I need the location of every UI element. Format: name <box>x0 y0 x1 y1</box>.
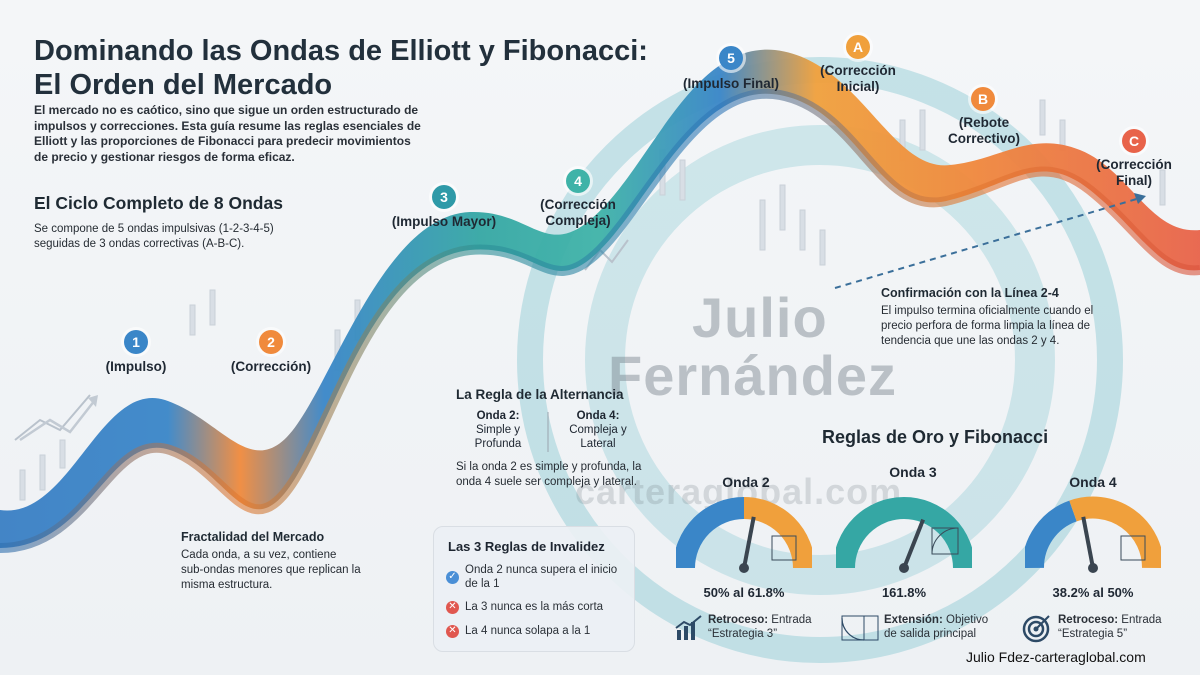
trendline-2-4 <box>834 197 1141 289</box>
wave-b-label: (Rebote Correctivo) <box>947 115 1020 146</box>
invalidez-rule-3: ✕ La 4 nunca solapa a la 1 <box>446 624 626 638</box>
invalidez-rule-3-text: La 4 nunca solapa a la 1 <box>465 625 591 637</box>
cycle-title: El Ciclo Completo de 8 Ondas <box>34 193 283 213</box>
wave-b-badge: B <box>971 87 995 111</box>
invalidez-rule-2-text: La 3 nunca es la más corta <box>465 601 604 613</box>
target-icon <box>1022 615 1050 643</box>
invalidez-card: Las 3 Reglas de Invalidez ✓ Onda 2 nunca… <box>433 526 635 652</box>
cycle-description: Se compone de 5 ondas impulsivas (1-2-3-… <box>34 223 274 250</box>
credit-text: Julio Fdez-carteraglobal.com <box>966 649 1146 665</box>
alternancia-onda4: Onda 4: Compleja y Lateral <box>560 409 636 451</box>
fibo-title: Reglas de Oro y Fibonacci <box>822 427 1049 447</box>
page-title: Dominando las Ondas de Elliott y Fibonac… <box>34 34 694 102</box>
gauge-onda4 <box>1025 496 1161 573</box>
gauge-onda3 <box>836 497 972 573</box>
alternancia-onda2: Onda 2: Simple y Profunda <box>460 409 536 451</box>
fractal-description: Cada onda, a su vez, contiene sub-ondas … <box>181 549 361 591</box>
gauge-onda3-footer-text: Objetivo de salida principal <box>884 614 989 640</box>
alternancia-onda4-title: Onda 4: <box>576 410 620 422</box>
wave-a-badge: A <box>846 35 870 59</box>
invalidez-title: Las 3 Reglas de Invalidez <box>448 539 605 554</box>
invalidez-rule-1: ✓ Onda 2 nunca supera el inicio de la 1 <box>446 563 626 591</box>
gauge-onda2 <box>676 497 812 573</box>
linea24-title: Confirmación con la Línea 2-4 <box>881 286 1059 300</box>
wave-4-label: (Corrección Compleja) <box>540 197 616 228</box>
fractal-title: Fractalidad del Mercado <box>181 530 325 544</box>
gauge-onda2-footer-text: Entrada “Estrategia 3” <box>708 614 812 640</box>
alternancia-title: La Regla de la Alternancia <box>456 387 624 402</box>
cross-icon: ✕ <box>446 600 459 614</box>
alternancia-onda4-desc: Compleja y Lateral <box>569 424 627 450</box>
gauge-onda4-value: 38.2% al 50% <box>1052 585 1134 600</box>
wave-4-badge: 4 <box>566 169 590 193</box>
linea24-description: El impulso termina oficialmente cuando e… <box>881 305 1094 347</box>
wave-3-label: (Impulso Mayor) <box>391 214 497 229</box>
gauge-onda2-footer: Retroceso: Entrada “Estrategia 3” <box>708 613 820 641</box>
watermark-name: Julio <box>692 286 828 349</box>
elliott-wave-ribbon <box>0 49 1200 548</box>
gauge-onda2-label: Onda 2 <box>722 474 770 490</box>
invalidez-rule-1-text: Onda 2 nunca supera el inicio de la 1 <box>465 564 618 590</box>
wave-2-label: (Corrección) <box>230 359 312 374</box>
gauge-onda2-footer-bold: Retroceso: <box>708 614 769 626</box>
gauge-onda4-footer: Retroceso: Entrada “Estrategia 5” <box>1058 613 1178 641</box>
watermark-surname: Fernández <box>608 344 898 407</box>
wave-1-label: (Impulso) <box>105 359 167 374</box>
wave-c-badge: C <box>1122 129 1146 153</box>
title-line-2: El Orden del Mercado <box>34 69 333 101</box>
gauge-onda3-footer-bold: Extensión: <box>884 614 943 626</box>
fibonacci-spiral-icon <box>841 615 879 641</box>
wave-a-label: (Corrección Inicial) <box>820 63 896 94</box>
cross-icon: ✕ <box>446 624 459 638</box>
watermark-ring-inner <box>585 125 1055 595</box>
gauge-onda4-footer-text: Entrada “Estrategia 5” <box>1058 614 1162 640</box>
gauge-onda4-label: Onda 4 <box>1069 474 1117 490</box>
wave-5-badge: 5 <box>719 46 743 70</box>
check-icon: ✓ <box>446 570 459 584</box>
gauge-onda2-value: 50% al 61.8% <box>703 585 785 600</box>
wave-2-badge: 2 <box>259 330 283 354</box>
gauge-onda4-footer-bold: Retroceso: <box>1058 614 1119 626</box>
invalidez-rule-2: ✕ La 3 nunca es la más corta <box>446 600 626 614</box>
intro-text: El mercado no es caótico, sino que sigue… <box>34 103 421 164</box>
wave-5-label: (Impulso Final) <box>683 76 779 91</box>
title-line-1: Dominando las Ondas de Elliott y Fibonac… <box>34 35 648 67</box>
wave-3-badge: 3 <box>432 185 456 209</box>
wave-c-label: (Corrección Final) <box>1096 157 1172 188</box>
gauge-onda3-footer: Extensión: Objetivo de salida principal <box>884 613 994 641</box>
bar-chart-icon <box>675 615 702 640</box>
wave-1-badge: 1 <box>124 330 148 354</box>
gauge-onda3-label: Onda 3 <box>889 464 937 480</box>
alternancia-description: Si la onda 2 es simple y profunda, la on… <box>456 461 642 488</box>
gauge-onda3-value: 161.8% <box>881 585 927 600</box>
alternancia-onda2-desc: Simple y Profunda <box>474 424 522 450</box>
alternancia-onda2-title: Onda 2: <box>476 410 520 422</box>
